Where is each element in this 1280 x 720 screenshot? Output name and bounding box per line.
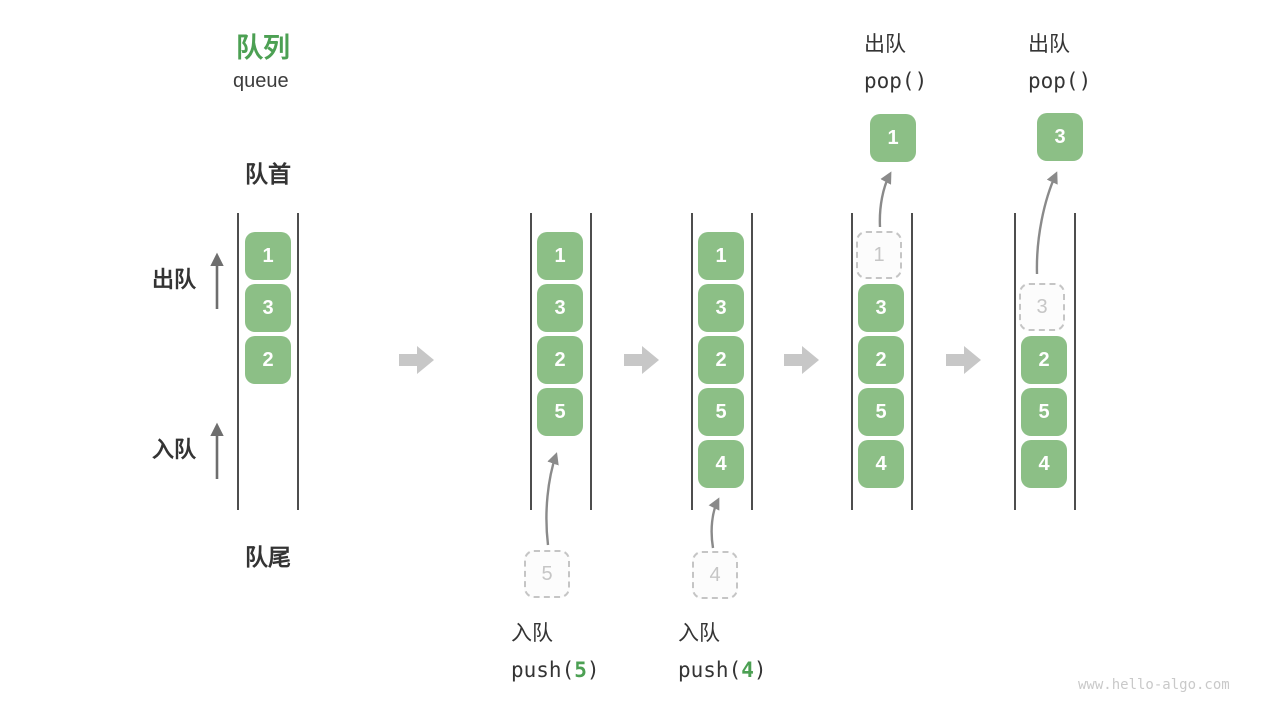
queue-item: 2 bbox=[537, 336, 583, 384]
push-arrow-icon bbox=[708, 497, 720, 549]
op-caption-push-5: 入队 push(5) bbox=[511, 616, 600, 688]
queue-front-label: 队首 bbox=[245, 161, 291, 187]
removed-item-ghost: 3 bbox=[1019, 283, 1065, 331]
queue-wall bbox=[1074, 213, 1076, 510]
queue-item: 5 bbox=[1021, 388, 1067, 436]
diagram-title-zh: 队列 bbox=[236, 33, 290, 63]
incoming-item-ghost: 4 bbox=[692, 551, 738, 599]
watermark: www.hello-algo.com bbox=[1078, 677, 1230, 693]
queue-item: 3 bbox=[245, 284, 291, 332]
diagram-title-en: queue bbox=[233, 70, 289, 92]
queue-wall bbox=[751, 213, 753, 510]
queue-wall bbox=[1014, 213, 1016, 510]
queue-item: 2 bbox=[245, 336, 291, 384]
queue-item: 1 bbox=[245, 232, 291, 280]
queue-item: 5 bbox=[858, 388, 904, 436]
op-code: pop() bbox=[864, 69, 928, 93]
queue-item: 1 bbox=[698, 232, 744, 280]
removed-item-ghost: 1 bbox=[856, 231, 902, 279]
op-caption-push-4: 入队 push(4) bbox=[678, 616, 767, 688]
queue-wall bbox=[851, 213, 853, 510]
queue-rear-label: 队尾 bbox=[245, 544, 291, 570]
queue-item: 2 bbox=[1021, 336, 1067, 384]
incoming-item-ghost: 5 bbox=[524, 550, 570, 598]
pop-arrow-icon bbox=[1035, 171, 1058, 275]
op-name: 入队 bbox=[511, 622, 553, 645]
queue-item: 5 bbox=[698, 388, 744, 436]
op-name: 出队 bbox=[1028, 33, 1070, 56]
op-code: push(5) bbox=[511, 658, 600, 682]
popped-item: 3 bbox=[1037, 113, 1083, 161]
queue-item: 4 bbox=[698, 440, 744, 488]
queue-wall bbox=[691, 213, 693, 510]
op-caption-pop-2: 出队 pop() bbox=[1028, 27, 1091, 99]
next-state-arrow-icon bbox=[946, 346, 981, 374]
next-state-arrow-icon bbox=[784, 346, 819, 374]
queue-item: 4 bbox=[858, 440, 904, 488]
queue-item: 2 bbox=[858, 336, 904, 384]
queue-item: 1 bbox=[537, 232, 583, 280]
op-arg: 5 bbox=[574, 658, 587, 682]
queue-wall bbox=[911, 213, 913, 510]
queue-wall bbox=[530, 213, 532, 510]
enqueue-direction-label: 入队 bbox=[152, 437, 197, 462]
queue-item: 3 bbox=[698, 284, 744, 332]
op-code: push(4) bbox=[678, 658, 767, 682]
queue-item: 4 bbox=[1021, 440, 1067, 488]
push-arrow-icon bbox=[545, 452, 559, 546]
popped-item: 1 bbox=[870, 114, 916, 162]
op-caption-pop-1: 出队 pop() bbox=[864, 27, 927, 99]
dequeue-direction-label: 出队 bbox=[152, 267, 197, 292]
queue-wall bbox=[237, 213, 239, 510]
queue-wall bbox=[297, 213, 299, 510]
op-name: 出队 bbox=[864, 33, 906, 56]
next-state-arrow-icon bbox=[624, 346, 659, 374]
next-state-arrow-icon bbox=[399, 346, 434, 374]
op-arg: 4 bbox=[741, 658, 754, 682]
queue-item: 3 bbox=[537, 284, 583, 332]
queue-wall bbox=[590, 213, 592, 510]
pop-arrow-icon bbox=[878, 171, 892, 228]
queue-item: 3 bbox=[858, 284, 904, 332]
queue-item: 2 bbox=[698, 336, 744, 384]
op-name: 入队 bbox=[678, 622, 720, 645]
queue-item: 5 bbox=[537, 388, 583, 436]
op-code: pop() bbox=[1028, 69, 1092, 93]
